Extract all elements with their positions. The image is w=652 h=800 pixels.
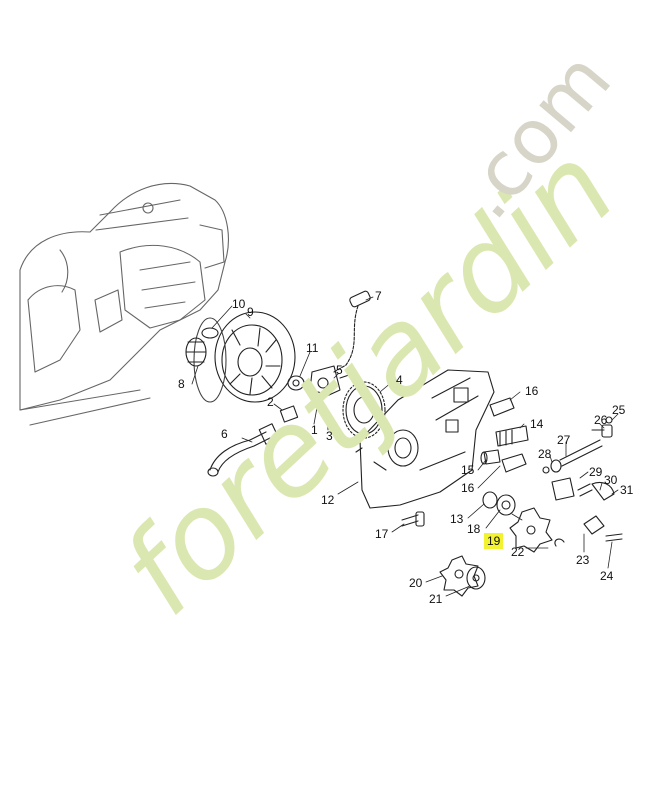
callout-30: 30 <box>604 473 618 487</box>
callout-27: 27 <box>557 433 571 447</box>
tensioner-assembly-drawing <box>542 416 623 542</box>
stud-drawing <box>495 425 529 447</box>
callout-24: 24 <box>600 569 614 583</box>
callout-17: 17 <box>375 527 389 541</box>
cover-plate-drawing <box>355 369 495 509</box>
callout-20: 20 <box>409 576 423 590</box>
part-15-drawing <box>480 449 501 465</box>
leader-lines <box>191 296 619 597</box>
callout-23: 23 <box>576 553 590 567</box>
callout-2: 2 <box>267 395 274 409</box>
callout-11: 11 <box>306 341 319 355</box>
oil-hose-drawing <box>207 423 280 477</box>
part-16-lower-drawing <box>501 453 527 473</box>
callout-29: 29 <box>589 465 603 479</box>
callout-1: 1 <box>311 423 318 437</box>
washer-18-drawing <box>496 494 516 516</box>
callout-19-highlighted: 19 <box>484 533 504 549</box>
oil-pump-drawing <box>309 365 353 401</box>
callout-26: 26 <box>594 413 608 427</box>
callout-10: 10 <box>232 297 246 311</box>
callout-3: 3 <box>326 429 333 443</box>
callout-6: 6 <box>221 427 228 441</box>
callout-12: 12 <box>321 493 335 507</box>
callout-8: 8 <box>178 377 185 391</box>
screw-17-drawing <box>401 511 425 527</box>
callout-31: 31 <box>620 483 634 497</box>
callout-16-lower: 16 <box>461 481 475 495</box>
pawl-drawing <box>185 337 207 367</box>
washer-21-drawing <box>466 566 486 590</box>
callout-13: 13 <box>450 512 464 526</box>
flywheel-drawing <box>193 311 296 403</box>
callout-16-upper: 16 <box>525 384 539 398</box>
callout-4: 4 <box>396 373 403 387</box>
callout-5: 5 <box>336 363 343 377</box>
callout-14: 14 <box>530 417 544 431</box>
part-13-drawing <box>482 491 498 509</box>
worm-gear-drawing <box>342 381 386 439</box>
callout-7: 7 <box>375 289 382 303</box>
callout-28: 28 <box>538 447 552 461</box>
clip-drawing <box>554 538 565 547</box>
pickup-tube-drawing <box>333 290 371 373</box>
engine-housing-drawing <box>19 182 229 426</box>
part-11-drawing <box>287 375 305 391</box>
part-16-upper-drawing <box>489 397 515 417</box>
callout-15: 15 <box>461 463 475 477</box>
callout-25: 25 <box>612 403 626 417</box>
part-2-drawing <box>279 405 299 423</box>
callout-21: 21 <box>429 592 443 606</box>
callout-22: 22 <box>511 545 525 559</box>
sprocket-20-drawing <box>439 555 479 597</box>
callout-9: 9 <box>247 305 254 319</box>
callout-18: 18 <box>467 522 481 536</box>
